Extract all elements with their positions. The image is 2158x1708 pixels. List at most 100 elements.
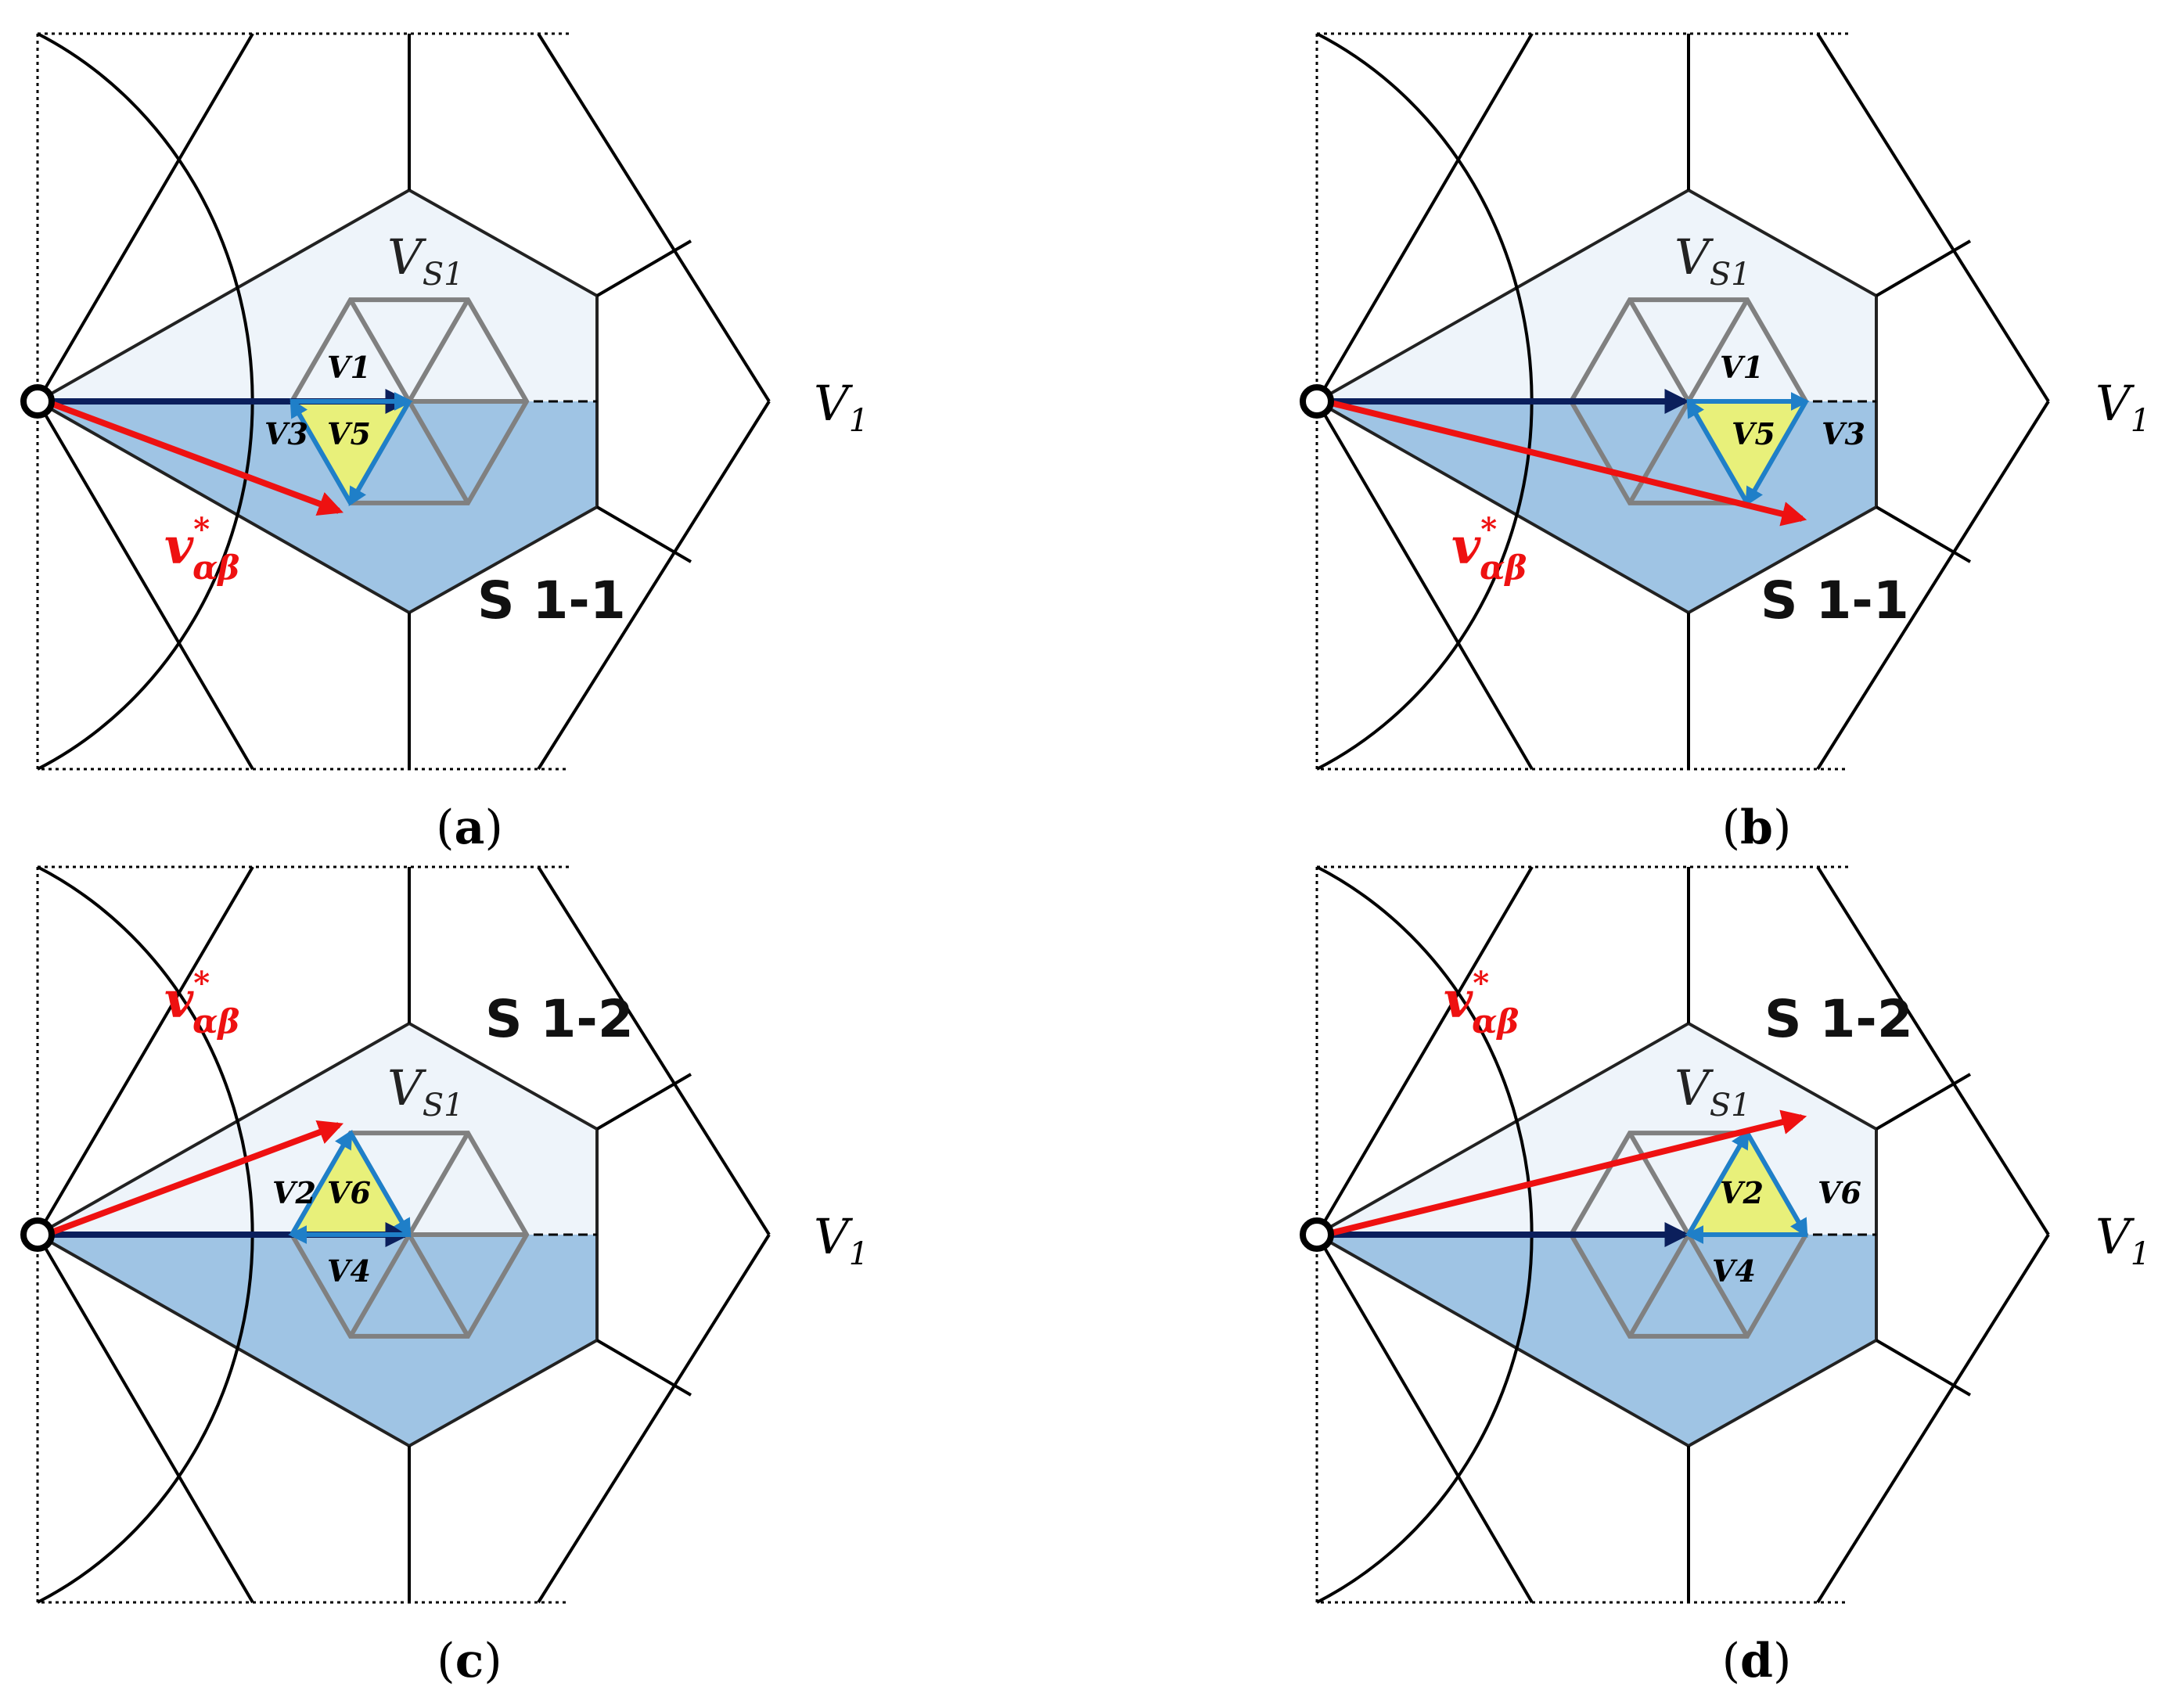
- vs1-label-sub: S1: [423, 257, 464, 293]
- reference-label-sup: *: [1473, 965, 1489, 1001]
- reference-vector-label: v*αβ: [164, 965, 239, 1041]
- honeycomb-edge: [1875, 1073, 1972, 1131]
- panel-label: (d): [1722, 1634, 1792, 1688]
- reference-label-sub: αβ: [1480, 548, 1527, 587]
- sector-label: S 1-2: [1764, 989, 1913, 1049]
- switching-vector-arrow: [290, 397, 353, 505]
- honeycomb-edge: [1816, 865, 2050, 1236]
- panel-label-close: ): [484, 800, 502, 855]
- vector-label: V2: [1720, 1175, 1764, 1210]
- reference-vector-arrow: [44, 1120, 343, 1238]
- vector-label: V4: [327, 1253, 371, 1289]
- vs1-label-sub: S1: [423, 1088, 464, 1124]
- reference-label-sub: αβ: [192, 548, 239, 587]
- v1-label-sub: 1: [849, 403, 869, 439]
- panel-label-letter: a: [455, 800, 485, 855]
- reference-vector-arrow: [1324, 1109, 1807, 1238]
- reference-vector-arrow: [1324, 398, 1807, 527]
- reference-vector-label: v*αβ: [1444, 965, 1519, 1041]
- panel-label-letter: d: [1740, 1634, 1773, 1688]
- v1-label: V1: [814, 1208, 869, 1272]
- reference-label-sup: *: [193, 965, 210, 1001]
- vector-label: V6: [1818, 1175, 1861, 1210]
- panel-label: (b): [1722, 800, 1792, 855]
- honeycomb-edge: [1315, 1233, 1534, 1604]
- sector-label: S 1-1: [477, 570, 626, 631]
- origin-marker: [1300, 384, 1334, 419]
- vs1-label-sub: S1: [1710, 257, 1751, 293]
- panel-label-open: (: [437, 1634, 455, 1688]
- panel-label-close: ): [484, 1634, 502, 1688]
- vector-label: V3: [264, 416, 308, 451]
- vector-label: V4: [1712, 1253, 1756, 1289]
- honeycomb-edge: [36, 32, 254, 403]
- honeycomb-edge: [595, 1339, 692, 1397]
- honeycomb-edge: [1875, 239, 1972, 297]
- switching-vector-arrow: [348, 400, 412, 507]
- honeycomb-edge: [36, 865, 254, 1236]
- honeycomb-edge: [1315, 32, 1534, 403]
- honeycomb-edge: [537, 1233, 771, 1604]
- sector-lower-region: [38, 1235, 597, 1446]
- v1-label-sub: 1: [849, 1236, 869, 1272]
- v1-label: V1: [814, 375, 869, 439]
- switching-vector-arrow: [1686, 1129, 1750, 1236]
- dotted-frame: [36, 865, 570, 1604]
- vector-label: V6: [327, 1175, 371, 1210]
- honeycomb-edge: [595, 239, 692, 297]
- reference-label-sub: αβ: [1472, 1002, 1519, 1041]
- panel-label-close: ): [1773, 1634, 1791, 1688]
- panel-label-open: (: [1722, 1634, 1740, 1688]
- reference-vector-label: v*αβ: [1451, 511, 1527, 587]
- panel-label-open: (: [1722, 800, 1740, 855]
- sector-label: S 1-1: [1761, 570, 1909, 631]
- honeycomb-edge: [537, 32, 771, 403]
- vector-label: V1: [1720, 350, 1764, 385]
- panel-label-letter: c: [455, 1634, 484, 1688]
- switching-vector-arrow: [290, 1129, 353, 1236]
- switching-vector-arrow: [1686, 397, 1750, 505]
- honeycomb-edge: [1875, 1339, 1972, 1397]
- vector-label: V3: [1822, 416, 1865, 451]
- panel-label: (a): [436, 800, 503, 855]
- sector-label: S 1-2: [485, 989, 634, 1049]
- sector-upper-region: [1317, 190, 1876, 401]
- reference-label-sub: αβ: [192, 1002, 239, 1041]
- switching-triangle: [1689, 1133, 1806, 1235]
- vector-label: V5: [1732, 416, 1775, 451]
- honeycomb-edge: [1875, 505, 1972, 563]
- v1-label-sub: 1: [2131, 1236, 2150, 1272]
- reference-vector-label: v*αβ: [164, 511, 239, 587]
- honeycomb-edge: [36, 400, 254, 771]
- honeycomb-edge: [1315, 400, 1534, 771]
- panel-label-letter: b: [1740, 800, 1773, 855]
- honeycomb-edge: [595, 505, 692, 563]
- dotted-frame: [1315, 865, 1849, 1604]
- honeycomb-edge: [1816, 1233, 2050, 1604]
- honeycomb-edge: [1816, 400, 2050, 771]
- v1-label-sub: 1: [2131, 403, 2150, 439]
- switching-triangle: [292, 1133, 409, 1235]
- vector-label: V2: [272, 1175, 316, 1210]
- reference-label-sup: *: [193, 511, 210, 548]
- switching-vector-arrow: [348, 1131, 412, 1239]
- panel-label: (c): [437, 1634, 502, 1688]
- sector-upper-region: [1317, 1023, 1876, 1235]
- honeycomb-edge: [537, 865, 771, 1236]
- switching-triangle: [292, 401, 409, 503]
- honeycomb-edge: [537, 400, 771, 771]
- panel-label-close: ): [1773, 800, 1791, 855]
- vector-label: V5: [327, 416, 371, 451]
- reference-label-sup: *: [1480, 511, 1497, 548]
- honeycomb-edge: [595, 1073, 692, 1131]
- switching-vector-arrow: [1745, 400, 1808, 507]
- switching-vector-arrow: [1745, 1131, 1808, 1239]
- vector-label: V1: [327, 350, 371, 385]
- switching-triangle: [1689, 401, 1806, 503]
- honeycomb-edge: [1816, 32, 2050, 403]
